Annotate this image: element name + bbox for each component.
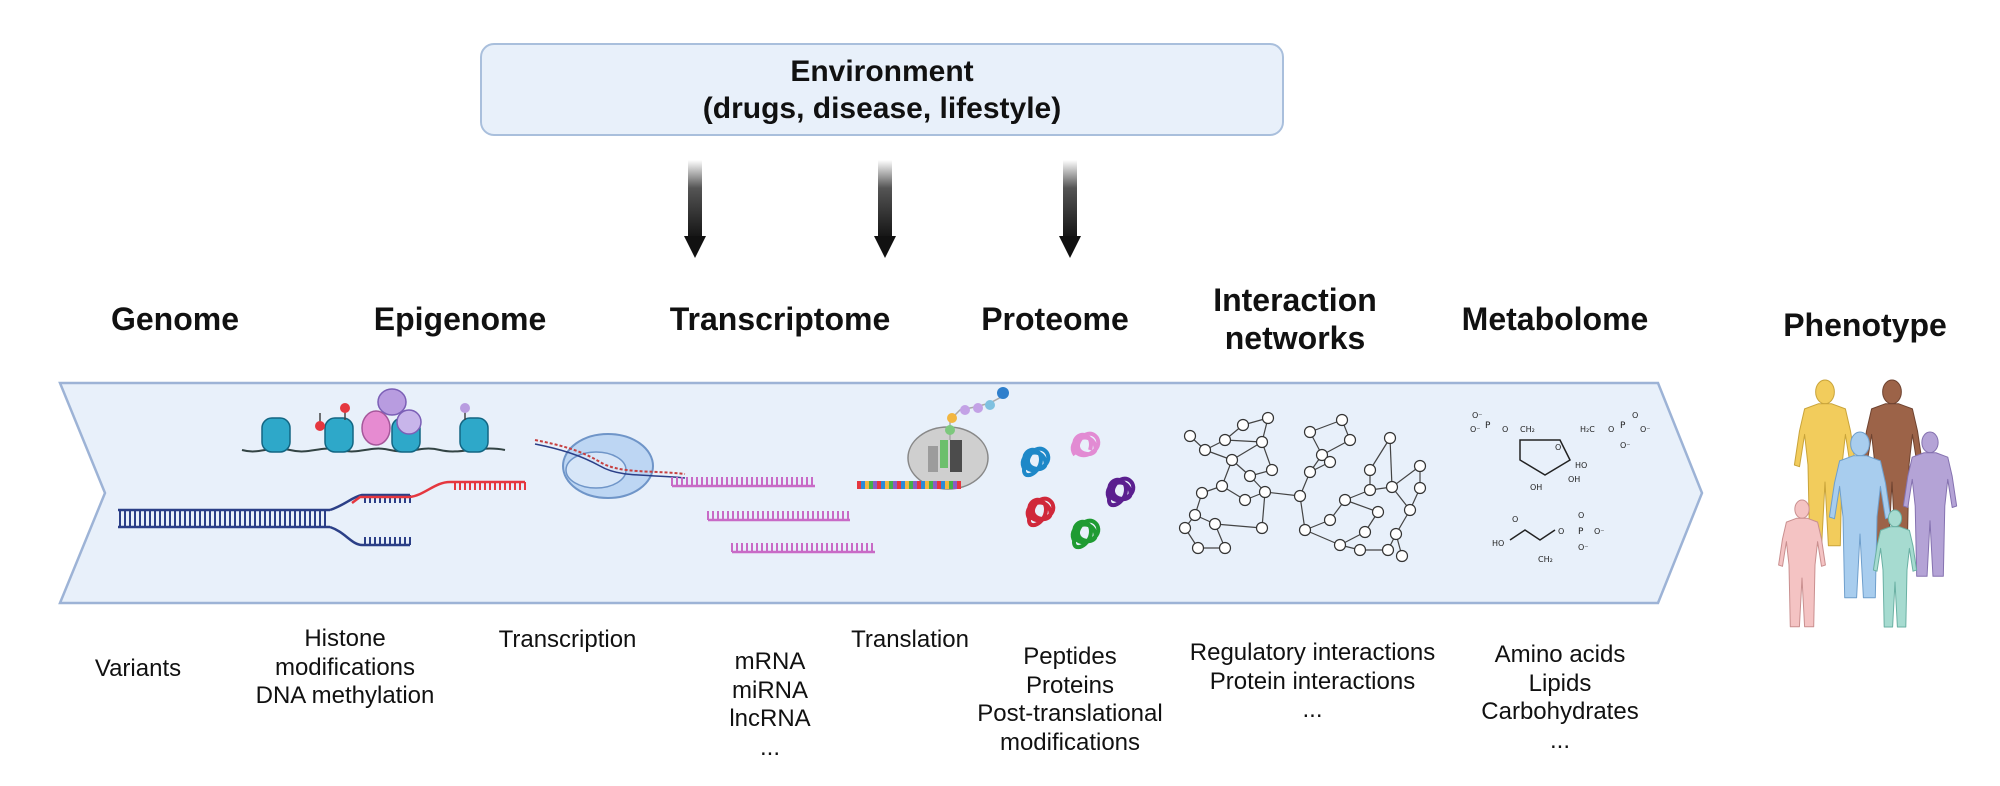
header-phenotype: Phenotype	[1783, 307, 1947, 343]
header-interaction-line1: Interaction	[1213, 282, 1377, 318]
label-proteins-line: modifications	[999, 728, 1141, 756]
label-interactions-line: Protein interactions	[1209, 667, 1416, 695]
label-rna-line: miRNA	[732, 676, 808, 704]
people-icon	[1778, 379, 1958, 628]
label-rna-line: mRNA	[734, 648, 806, 675]
header-epigenome: Epigenome	[373, 301, 547, 337]
header-metabolome: Metabolome	[1461, 301, 1649, 337]
svg-text:HO: HO	[1575, 461, 1587, 470]
svg-text:O: O	[1558, 527, 1564, 536]
label-proteins: Peptides Proteins Post-translational mod…	[955, 643, 1185, 757]
label-epigenome-line: modifications	[274, 653, 416, 681]
metabolite-structures-icon: O⁻ P O⁻ O CH₂ O H₂C O P O O⁻ O⁻ HO OH OH…	[1470, 411, 1651, 564]
label-interactions: Regulatory interactions Protein interact…	[1170, 639, 1455, 725]
label-proteins-line: Proteins	[1025, 671, 1115, 699]
svg-text:O: O	[1555, 443, 1561, 452]
header-genome: Genome	[110, 301, 240, 337]
header-proteome: Proteome	[981, 301, 1129, 337]
polymerase-icon	[534, 433, 686, 499]
environment-box: Environment (drugs, disease, lifestyle)	[480, 43, 1284, 136]
svg-text:O: O	[1578, 511, 1584, 520]
label-rna: mRNA miRNA lncRNA ...	[710, 648, 830, 762]
svg-text:O: O	[1502, 425, 1508, 434]
label-proteins-line: Peptides	[1023, 643, 1117, 670]
label-metabolites-line: Carbohydrates	[1481, 698, 1639, 725]
svg-text:H₂C: H₂C	[1580, 425, 1595, 434]
header-interaction-networks: Interaction networks	[1190, 281, 1400, 357]
down-arrow-icon	[684, 160, 706, 258]
header-interaction-line2: networks	[1224, 320, 1366, 356]
label-rna-line: ...	[759, 733, 780, 761]
svg-text:O⁻: O⁻	[1620, 441, 1631, 450]
header-transcriptome: Transcriptome	[669, 301, 891, 337]
label-interactions-line: ...	[1302, 696, 1323, 723]
label-interactions-line: Regulatory interactions	[1189, 639, 1436, 666]
label-proteins-line: Post-translational	[977, 700, 1163, 727]
label-epigenome-line: Histone	[304, 625, 386, 652]
environment-title: Environment	[790, 54, 974, 88]
label-epigenome: Histone modifications DNA methylation	[230, 625, 460, 711]
svg-text:OH: OH	[1530, 483, 1542, 492]
svg-text:O⁻: O⁻	[1470, 425, 1481, 434]
dna-icon	[118, 480, 526, 547]
label-metabolites-line: Lipids	[1528, 669, 1592, 697]
label-epigenome-line: DNA methylation	[255, 682, 435, 709]
down-arrow-icon	[1059, 160, 1081, 258]
svg-text:OH: OH	[1568, 475, 1580, 484]
down-arrow-icon	[874, 160, 896, 258]
svg-text:P: P	[1620, 421, 1626, 431]
label-rna-line: lncRNA	[729, 705, 811, 732]
svg-text:O⁻: O⁻	[1640, 425, 1651, 434]
label-metabolites: Amino acids Lipids Carbohydrates ...	[1460, 641, 1660, 755]
environment-arrows	[684, 160, 1081, 258]
omics-band	[58, 381, 1704, 605]
rna-strands-icon	[671, 477, 875, 554]
label-metabolites-line: ...	[1549, 726, 1570, 754]
label-transcription: Transcription	[498, 626, 637, 653]
svg-text:O⁻: O⁻	[1578, 543, 1589, 552]
network-icon	[1178, 411, 1427, 563]
svg-text:O⁻: O⁻	[1594, 527, 1605, 536]
svg-text:O: O	[1608, 425, 1614, 434]
environment-subtitle: (drugs, disease, lifestyle)	[702, 91, 1062, 125]
label-translation: Translation	[851, 626, 969, 653]
ribosome-icon	[857, 387, 1009, 490]
nucleosome-icon	[241, 388, 506, 453]
label-variants: Variants	[94, 655, 182, 682]
svg-text:O: O	[1632, 411, 1638, 420]
svg-text:HO: HO	[1492, 539, 1504, 548]
svg-text:P: P	[1578, 527, 1584, 537]
svg-text:CH₂: CH₂	[1538, 555, 1553, 564]
svg-text:O: O	[1512, 515, 1518, 524]
label-metabolites-line: Amino acids	[1494, 641, 1626, 668]
svg-text:P: P	[1485, 421, 1491, 431]
proteins-icon	[1020, 431, 1136, 550]
svg-text:CH₂: CH₂	[1520, 425, 1535, 434]
svg-text:O⁻: O⁻	[1472, 411, 1483, 420]
